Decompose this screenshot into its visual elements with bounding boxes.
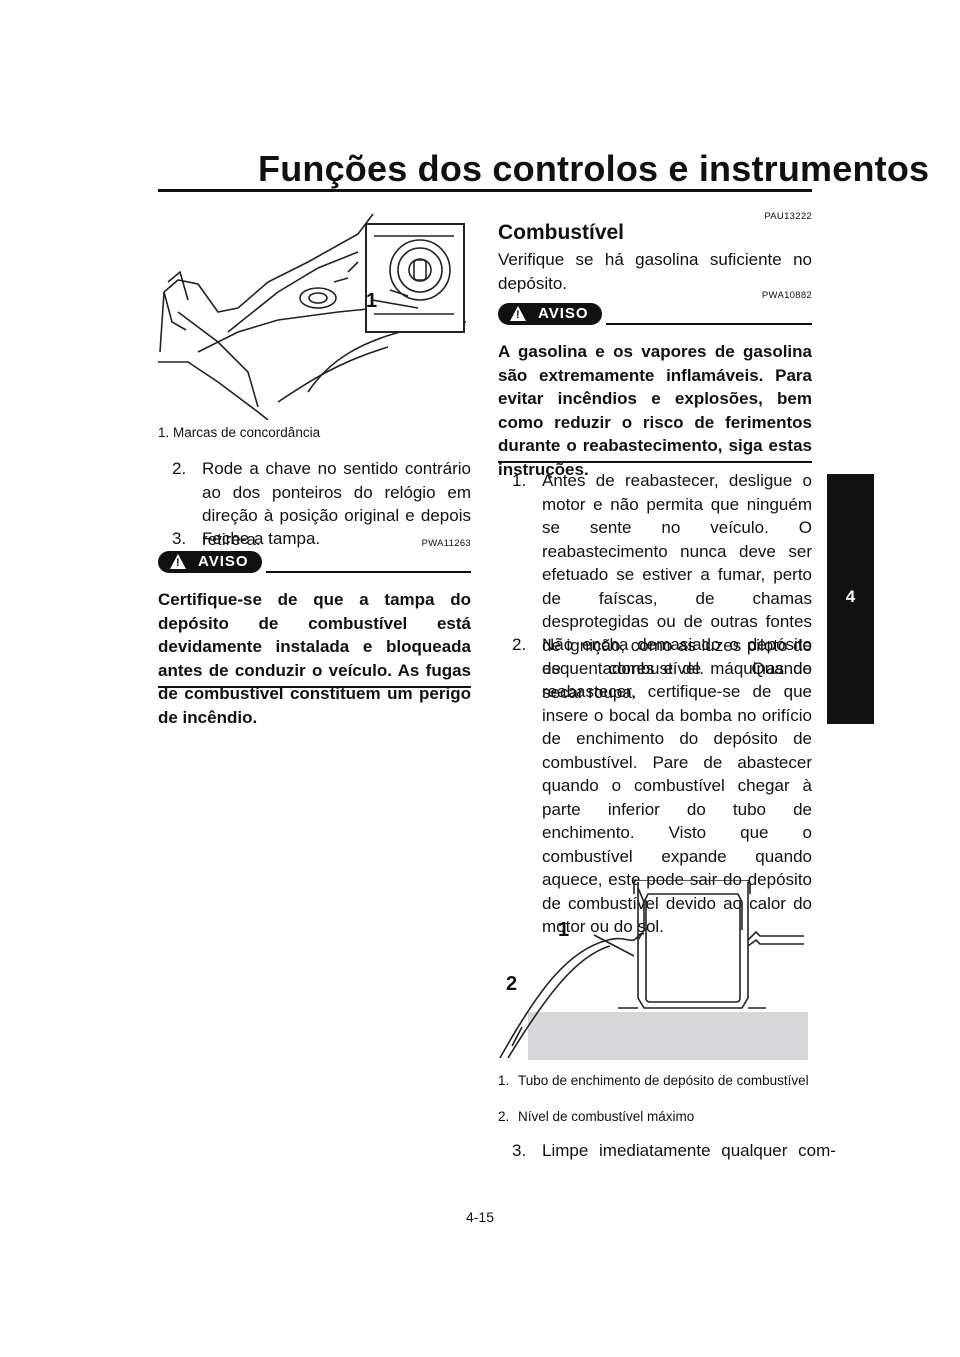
exclamation-icon: !: [516, 309, 521, 321]
key-cap-illustration: 1: [158, 212, 467, 421]
page-title: Funções dos controlos e instrumentos: [258, 148, 930, 189]
warning-badge: ! AVISO: [158, 551, 262, 573]
section-code: PAU13222: [764, 211, 812, 222]
list-item: 2. Rode a chave no sentido contrário ao …: [172, 457, 471, 549]
caption-text: Nível de combustível máximo: [518, 1109, 695, 1124]
step-number: 3.: [512, 1141, 527, 1160]
step-text: Feche a tampa.: [202, 529, 321, 548]
warning-label: AVISO: [198, 553, 249, 570]
chapter-number: 4: [845, 587, 856, 606]
step-text: Limpe imediatamente qualquer com-: [542, 1141, 836, 1160]
figure-caption: 1. Marcas de concordância: [158, 425, 321, 440]
caption-number: 2.: [498, 1109, 510, 1124]
page-number: 4-15: [465, 1209, 495, 1225]
warning-text: Certifique-se de que a tampa do depósito…: [158, 590, 471, 727]
warning-triangle-icon: [510, 306, 526, 321]
fuel-cap-figure: 1: [158, 213, 467, 421]
fuel-level-shade: [528, 1012, 808, 1060]
list-item: 3. Feche a tampa.: [172, 527, 471, 551]
step-text: Rode a chave no sentido contrário ao dos…: [202, 459, 471, 549]
section-heading: Combustível: [498, 221, 625, 244]
step-text: Antes de reabastecer, desligue o motor e…: [542, 471, 812, 702]
warning-label: AVISO: [538, 305, 589, 322]
exclamation-icon: !: [176, 557, 181, 569]
figure-caption: 1. Tubo de enchimento de depósito de com…: [498, 1072, 812, 1110]
warning-code: PWA11263: [421, 538, 471, 549]
step-number: 2.: [172, 459, 187, 478]
step-number: 1.: [512, 471, 527, 490]
list-item: 1. Antes de reabastecer, desligue o moto…: [512, 469, 812, 702]
step-number: 2.: [512, 635, 527, 654]
figure-callout-1: 1: [366, 290, 377, 312]
caption-number: 1.: [498, 1073, 510, 1088]
fuel-tank-illustration: 1 2: [498, 879, 808, 1060]
warning-text: A gasolina e os vapores de gasolina são …: [498, 342, 812, 479]
warning-top-rule: [606, 323, 812, 325]
list-item: 3. Limpe imediatamente qualquer com-: [512, 1139, 836, 1163]
warning-top-rule: [266, 571, 471, 573]
figure-callout-1: 1: [558, 919, 569, 941]
section-intro: Verifique se há gasolina suficiente no d…: [498, 250, 812, 293]
warning-code: PWA10882: [761, 290, 812, 301]
step-text: Não encha demasiado o depósito de combus…: [542, 635, 812, 936]
chapter-tab: 4: [827, 474, 874, 724]
caption-text: Tubo de enchimento de depósito de combus…: [518, 1073, 809, 1088]
figure-caption: 2. Nível de combustível máximo: [498, 1108, 812, 1126]
list-item: 2. Não encha demasiado o depósito de com…: [512, 633, 812, 936]
warning-badge: ! AVISO: [498, 303, 602, 325]
warning-bottom-rule: [158, 686, 471, 688]
title-rule: [158, 189, 812, 192]
step-number: 3.: [172, 529, 187, 548]
warning-triangle-icon: [170, 554, 186, 569]
figure-callout-2: 2: [506, 973, 517, 995]
filler-tube-figure: 1 2: [499, 879, 808, 1060]
warning-bottom-rule: [498, 461, 812, 463]
